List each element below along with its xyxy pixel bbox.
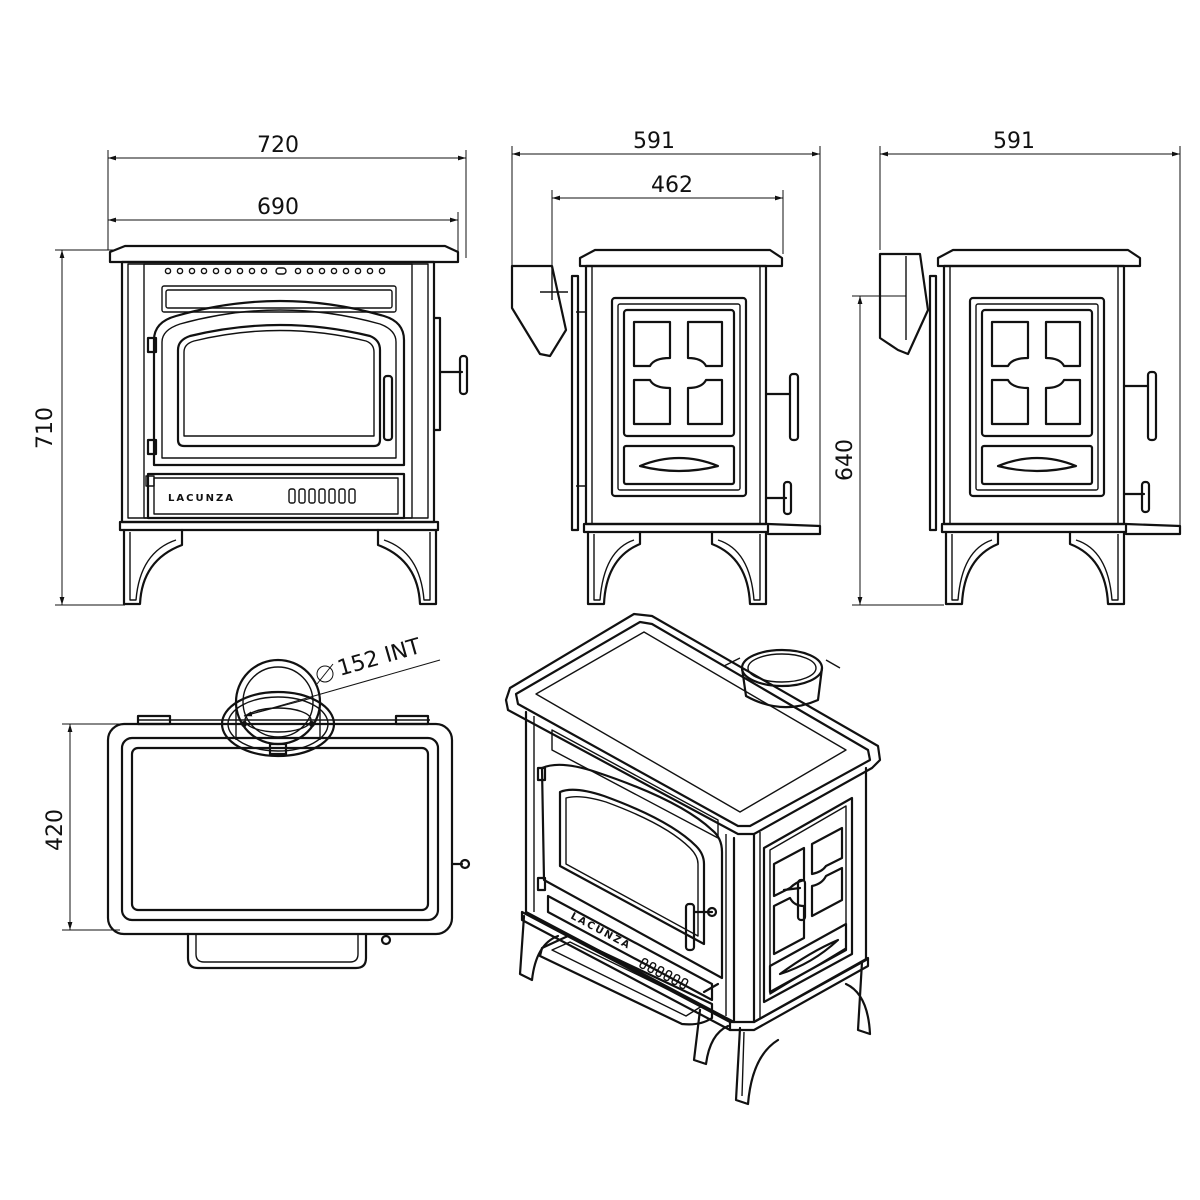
- dim-side-640: 640: [833, 295, 944, 606]
- dim-front-690: 690: [107, 195, 459, 252]
- front-base: [118, 520, 440, 532]
- top-cooking-plate: [130, 746, 430, 912]
- front-air-control-marks: [288, 488, 356, 504]
- door-hinge-bottom: [146, 438, 158, 456]
- door-hinge-top: [146, 336, 158, 354]
- dim-front-720: 720: [107, 133, 467, 258]
- iso-air-control-marks: [639, 958, 689, 990]
- side-air-knob: [432, 316, 442, 432]
- side-right-handle-lower: [1140, 480, 1151, 514]
- dim-side-462: 462: [551, 173, 784, 268]
- dim-label-720: 720: [257, 133, 299, 158]
- front-door: [152, 299, 406, 467]
- side-view-right: 591 640: [833, 129, 1182, 606]
- iso-door-handle: [684, 902, 696, 952]
- side-top-plate: [578, 248, 784, 268]
- top-front-ash-tray: [186, 932, 368, 970]
- iso-leg-back-right: [844, 960, 872, 1036]
- dim-label-690: 690: [257, 195, 299, 220]
- flue-diameter-label: 152 INT: [335, 634, 424, 682]
- side-window-panes: [632, 320, 724, 426]
- front-glass: [176, 323, 382, 448]
- iso-side-panel-door: [762, 796, 854, 1004]
- dim-label-420: 420: [43, 809, 68, 851]
- side-handle-lower: [782, 480, 793, 516]
- dim-label-591-right: 591: [993, 129, 1035, 154]
- iso-leg-mid: [692, 1008, 730, 1066]
- dim-front-710: 710: [33, 249, 125, 606]
- dim-top-420: 420: [43, 723, 135, 931]
- front-upper-panel: [161, 285, 397, 313]
- dim-label-640: 640: [833, 439, 858, 481]
- side-lower-panel: [622, 444, 736, 486]
- dim-label-591-left: 591: [633, 129, 675, 154]
- side-ash-tray: [766, 522, 822, 536]
- iso-leg-front-left: [518, 914, 560, 982]
- air-holes-row: [164, 267, 386, 275]
- dim-side-591: 591: [511, 129, 821, 535]
- top-outline: [106, 722, 454, 936]
- side-right-handle-upper: [1146, 370, 1158, 442]
- side-leg-left: [586, 530, 642, 606]
- iso-front-glass: [558, 788, 706, 946]
- side-handle-upper: [788, 372, 800, 442]
- front-leg-left: [122, 528, 184, 606]
- side-right-flue-outlet: [878, 252, 930, 356]
- front-leg-right: [376, 528, 438, 606]
- isometric-view: LACUNZA: [504, 612, 882, 1106]
- iso-front-door: [540, 763, 724, 980]
- iso-ash-drawer: [546, 894, 714, 1002]
- front-top-plate: [108, 244, 460, 264]
- front-logo: LACUNZA: [168, 493, 235, 504]
- front-view: 720 690 710: [33, 133, 469, 606]
- front-door-handle: [382, 374, 394, 442]
- side-flue-outlet: [510, 264, 568, 358]
- side-panel-door: [610, 296, 748, 498]
- iso-front-face: [524, 710, 736, 1024]
- top-flue-collar: [220, 658, 336, 758]
- top-view: 420: [43, 634, 471, 970]
- side-right-panel-door: [968, 296, 1106, 498]
- side-right-window-panes: [990, 320, 1082, 426]
- flue-diameter-callout: 152 INT: [243, 634, 441, 717]
- iso-top-plate: [504, 612, 882, 836]
- dim-label-710: 710: [33, 407, 58, 449]
- dim-label-462: 462: [651, 173, 693, 198]
- iso-flue-collar: [723, 648, 841, 709]
- dim-side-591-right: 591: [879, 129, 1181, 535]
- iso-front-ash-tray: [538, 934, 714, 1026]
- side-leg-right: [710, 530, 768, 606]
- iso-leg-front-right: [734, 1026, 780, 1106]
- side-view-left: 591 462: [510, 129, 822, 606]
- front-ash-drawer: [146, 472, 406, 520]
